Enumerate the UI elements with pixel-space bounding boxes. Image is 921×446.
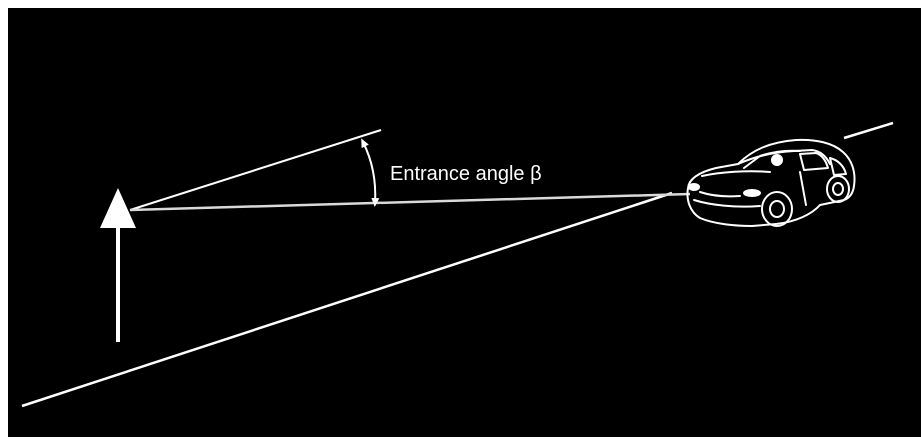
arrow-up-icon — [100, 188, 136, 342]
headlight-beam-line — [129, 192, 691, 212]
road-edge-line — [21, 191, 673, 408]
car-icon — [686, 138, 856, 227]
angle-arc — [361, 138, 380, 207]
sign-normal-line — [129, 129, 382, 211]
angle-label: Entrance angle β — [390, 163, 542, 185]
road-edge-line-far — [843, 121, 894, 140]
